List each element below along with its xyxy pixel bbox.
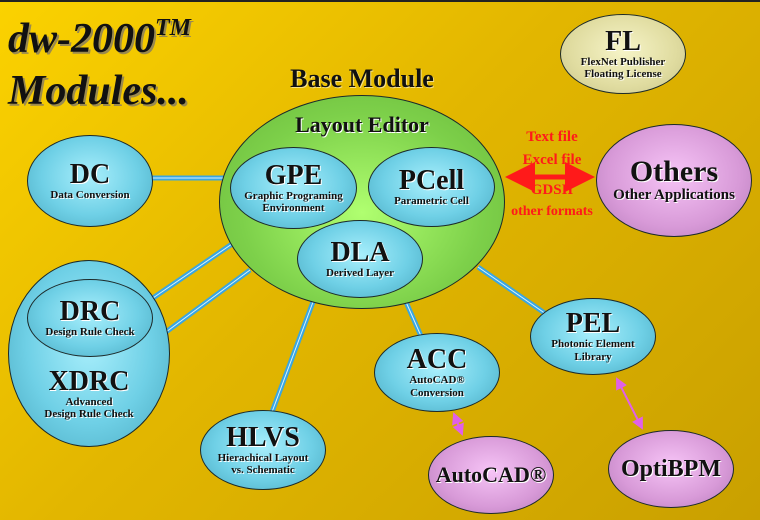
hlvs-desc2: vs. Schematic bbox=[231, 464, 295, 476]
gpe-node[interactable]: GPE Graphic Programing Environment bbox=[230, 147, 357, 229]
others-node[interactable]: Others Other Applications bbox=[596, 124, 752, 237]
dc-node[interactable]: DC Data Conversion bbox=[27, 135, 153, 227]
drc-desc: Design Rule Check bbox=[45, 325, 135, 338]
xdrc-desc2: Design Rule Check bbox=[44, 407, 134, 420]
pel-node[interactable]: PEL Photonic Element Library bbox=[530, 298, 656, 375]
drc-node[interactable]: DRC Design Rule Check bbox=[27, 279, 153, 357]
acc-desc2: Conversion bbox=[410, 386, 464, 399]
acc-label: ACC bbox=[406, 344, 468, 376]
xdrc-node[interactable]: XDRC Advanced Design Rule Check bbox=[8, 260, 170, 447]
title-line2: Modules... bbox=[8, 68, 189, 114]
hlvs-label: HLVS bbox=[226, 421, 300, 453]
gpe-label: GPE bbox=[264, 159, 323, 191]
layout-editor-label: Layout Editor bbox=[295, 112, 429, 137]
others-label: Others bbox=[629, 155, 719, 189]
acc-desc1: AutoCAD® bbox=[409, 374, 465, 387]
drc-label: DRC bbox=[59, 295, 121, 327]
others-desc: Other Applications bbox=[613, 187, 735, 204]
pel-label: PEL bbox=[565, 308, 621, 340]
title-text: dw-2000 bbox=[8, 16, 155, 62]
title-line1: dw-2000TM bbox=[8, 15, 191, 62]
format-text-file: Text file bbox=[526, 129, 578, 145]
optibpm-node[interactable]: OptiBPM bbox=[608, 430, 734, 508]
dc-label: DC bbox=[69, 158, 111, 190]
dla-node[interactable]: DLA Derived Layer bbox=[297, 220, 423, 298]
pel-desc1: Photonic Element bbox=[551, 338, 635, 351]
trademark: TM bbox=[155, 15, 191, 41]
acc-autocad-arrow bbox=[452, 412, 464, 436]
pcell-desc: Parametric Cell bbox=[394, 194, 469, 207]
fl-label: FL bbox=[605, 25, 641, 57]
xdrc-desc1: Advanced bbox=[65, 395, 113, 408]
fl-node[interactable]: FL FlexNet Publisher Floating License bbox=[560, 14, 686, 94]
pcell-label: PCell bbox=[398, 164, 465, 196]
format-excel-file: Excel file bbox=[522, 152, 582, 168]
format-gdsii: GDSII bbox=[530, 182, 574, 198]
pel-optibpm-arrow bbox=[616, 377, 643, 430]
hlvs-desc1: Hierachical Layout bbox=[217, 451, 309, 464]
dla-label: DLA bbox=[330, 236, 390, 268]
fl-desc2: Floating License bbox=[584, 68, 662, 80]
acc-node[interactable]: ACC AutoCAD® Conversion bbox=[374, 333, 500, 412]
format-other: other formats bbox=[511, 204, 593, 219]
fl-desc1: FlexNet Publisher bbox=[580, 55, 666, 68]
base-module-heading: Base Module bbox=[290, 64, 434, 93]
optibpm-label: OptiBPM bbox=[621, 456, 721, 482]
hlvs-node[interactable]: HLVS Hierachical Layout vs. Schematic bbox=[200, 410, 326, 490]
xdrc-label: XDRC bbox=[48, 365, 130, 397]
autocad-label: AutoCAD® bbox=[435, 462, 547, 487]
dc-desc: Data Conversion bbox=[50, 188, 130, 201]
pel-desc2: Library bbox=[574, 350, 612, 363]
pcell-node[interactable]: PCell Parametric Cell bbox=[368, 147, 495, 227]
dla-desc: Derived Layer bbox=[325, 266, 395, 279]
autocad-node[interactable]: AutoCAD® bbox=[428, 436, 554, 514]
gpe-desc: Graphic Programing Environment bbox=[244, 189, 343, 214]
